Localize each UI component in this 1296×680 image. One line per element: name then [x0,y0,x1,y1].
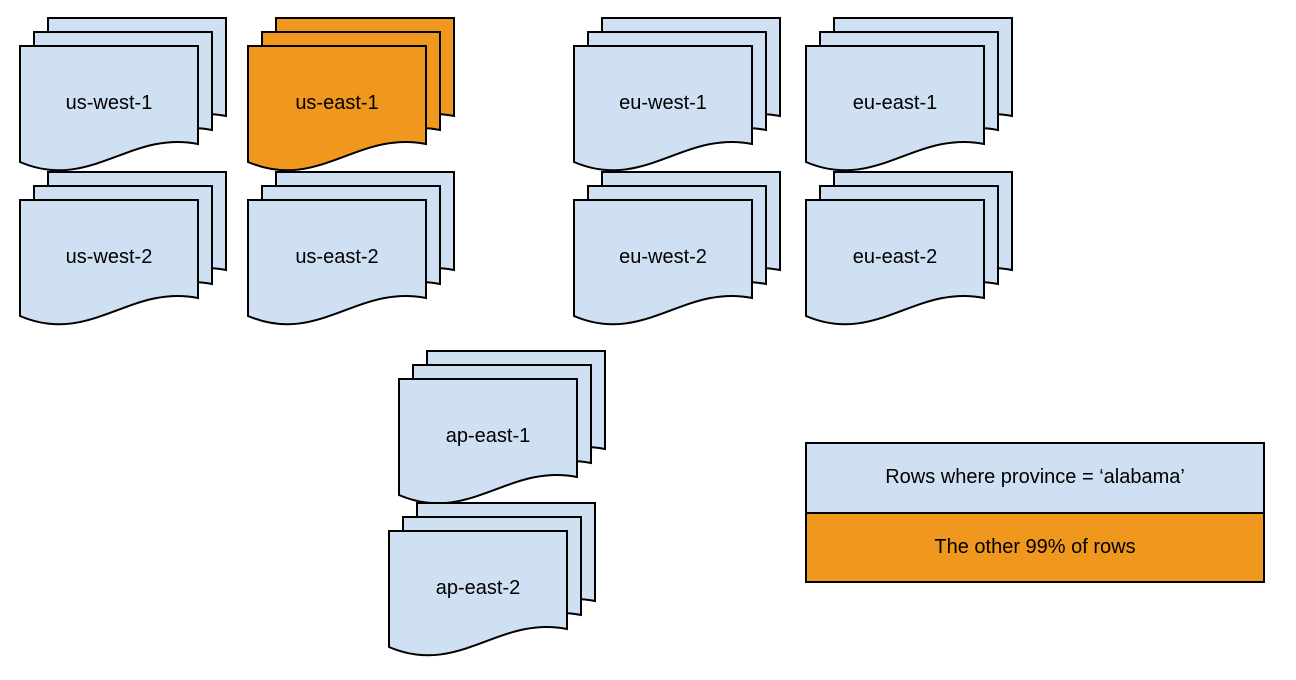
doc-stack-us-west-1: us-west-1 [19,17,228,173]
legend-box: Rows where province = ‘alabama’ The othe… [805,442,1265,583]
doc-stack-us-east-1-highlighted: us-east-1 [247,17,456,173]
doc-stack-ap-east-2: ap-east-2 [388,502,597,658]
document-stack-icon [805,17,1013,172]
doc-stack-us-west-2: us-west-2 [19,171,228,327]
doc-stack-ap-east-1: ap-east-1 [398,350,607,506]
region-label-us-east-1: us-east-1 [295,92,379,114]
document-stack-icon [19,171,227,326]
doc-stack-eu-east-2: eu-east-2 [805,171,1014,327]
region-label-us-east-2: us-east-2 [295,246,379,268]
document-stack-icon [805,171,1013,326]
region-label-eu-east-2: eu-east-2 [852,246,938,268]
document-stack-icon [19,17,227,172]
region-label-ap-east-1: ap-east-1 [445,425,531,447]
legend-label-other-rows: The other 99% of rows [934,535,1136,558]
document-stack-icon [398,350,606,505]
document-stack-icon [247,171,455,326]
region-label-eu-west-2: eu-west-2 [619,246,707,268]
document-stack-icon [388,502,596,657]
document-stack-icon [247,17,455,172]
region-label-ap-east-2: ap-east-2 [435,577,521,599]
doc-stack-eu-east-1: eu-east-1 [805,17,1014,173]
region-label-us-west-2: us-west-2 [65,246,153,268]
region-label-eu-west-1: eu-west-1 [619,92,707,114]
doc-stack-eu-west-2: eu-west-2 [573,171,782,327]
doc-stack-eu-west-1: eu-west-1 [573,17,782,173]
doc-stack-us-east-2: us-east-2 [247,171,456,327]
legend-row-alabama-rows: Rows where province = ‘alabama’ [807,444,1263,512]
document-stack-icon [573,17,781,172]
legend-label-alabama-rows: Rows where province = ‘alabama’ [885,466,1185,489]
legend-row-other-rows: The other 99% of rows [807,511,1263,581]
document-stack-icon [573,171,781,326]
region-label-us-west-1: us-west-1 [65,92,153,114]
region-label-eu-east-1: eu-east-1 [852,92,938,114]
